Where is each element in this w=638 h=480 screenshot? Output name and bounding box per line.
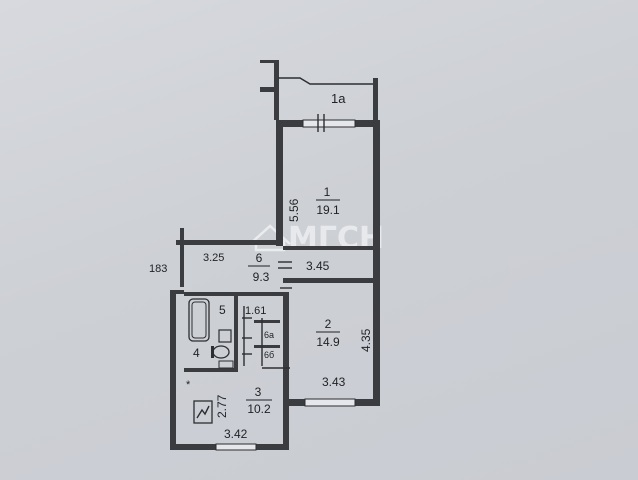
- room-3-dim-width: 3.42: [224, 427, 248, 441]
- room-3-number: 3: [255, 385, 262, 399]
- room-1a-number: 1а: [331, 91, 346, 106]
- room-1-area: 19.1: [316, 203, 340, 217]
- room-5-number: 5: [219, 303, 226, 317]
- window-kitchen: [215, 443, 257, 451]
- room-3-dim-height: 2.77: [215, 394, 229, 418]
- windows: [215, 114, 356, 451]
- room-6-dim-depth: 183: [149, 263, 167, 275]
- room-2-dim-width: 3.43: [322, 375, 346, 389]
- room-1-dim-height: 5.56: [287, 198, 301, 222]
- kitchen-fixtures: *: [186, 379, 213, 424]
- window-room2: [304, 398, 356, 407]
- room-3-area: 10.2: [247, 402, 271, 416]
- sink: [218, 329, 232, 343]
- stove: [193, 400, 213, 424]
- bathroom-fixtures: [188, 298, 263, 369]
- doors: [242, 261, 292, 369]
- bathroom-sink-2: [218, 360, 234, 369]
- watermark: МГСН: [249, 221, 384, 256]
- room-6-dim-corridor: 3.45: [306, 259, 330, 273]
- room-6-dim-width: 3.25: [203, 252, 224, 264]
- balcony: [260, 60, 378, 124]
- room-2-number: 2: [325, 317, 332, 331]
- room-6-area: 9.3: [253, 270, 270, 284]
- room-2-area: 14.9: [316, 335, 340, 349]
- room-5-dim: 1.61: [245, 305, 266, 317]
- room-6a-number: 6а: [264, 330, 274, 340]
- room-2-dim-height: 4.35: [359, 328, 373, 352]
- room-4-number: 4: [193, 346, 200, 360]
- bathtub: [188, 298, 210, 342]
- window-room1: [302, 119, 356, 128]
- room-6-number: 6: [256, 251, 263, 265]
- vent-mark: *: [186, 379, 191, 391]
- toilet: [212, 345, 230, 359]
- room-1-number: 1: [324, 185, 331, 199]
- room-6b-number: 6б: [264, 350, 274, 360]
- interior-walls: [184, 246, 378, 372]
- watermark-text: МГСН: [288, 221, 384, 256]
